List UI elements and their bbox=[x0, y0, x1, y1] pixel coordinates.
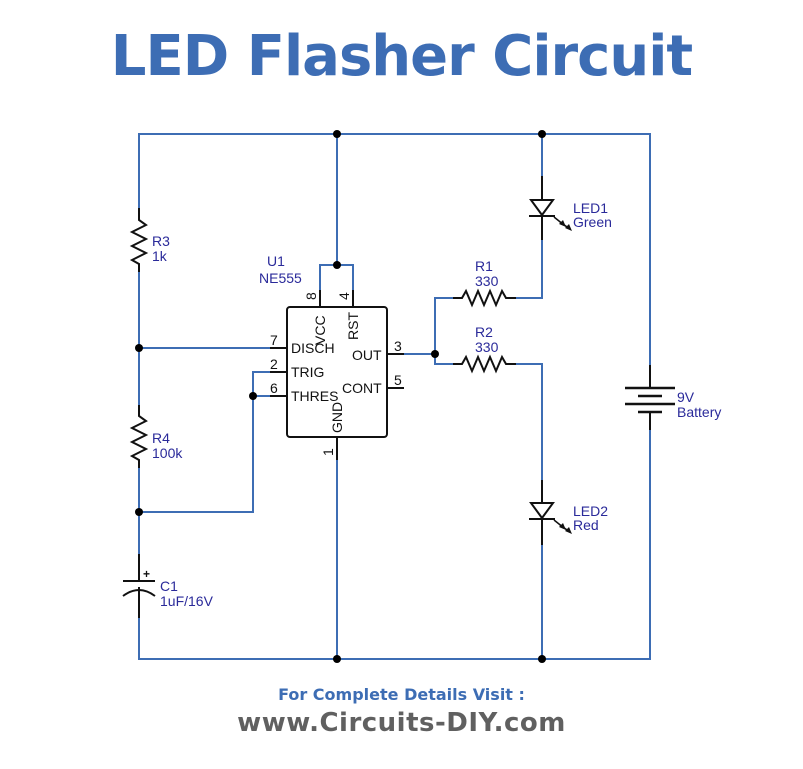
resistor-r3[interactable]: R3 1k bbox=[129, 208, 170, 272]
resistor-r4-symbol bbox=[129, 405, 149, 468]
wire-bottom-rail bbox=[138, 420, 651, 660]
junction-dot bbox=[333, 130, 341, 138]
u1-pin-num-vcc: 8 bbox=[303, 292, 319, 300]
junctions bbox=[135, 130, 546, 663]
led1-triangle bbox=[529, 199, 555, 217]
u1-pin-name-thres: THRES bbox=[291, 388, 338, 404]
junction-dot bbox=[135, 344, 143, 352]
wire-top-rail bbox=[138, 133, 651, 388]
wire-r2-led2 bbox=[516, 363, 543, 480]
led1-light-arrows-icon bbox=[553, 216, 572, 231]
led2-value: Red bbox=[573, 517, 599, 533]
junction-dot bbox=[333, 261, 341, 269]
capacitor-c1[interactable]: + C1 1uF/16V bbox=[122, 554, 214, 618]
resistor-r2[interactable]: R2 330 bbox=[453, 324, 516, 374]
battery-ref: 9V bbox=[677, 389, 695, 405]
ic-u1-ne555[interactable]: U1 NE555 8 4 7 2 6 3 5 1 VCC RST DISCH T… bbox=[259, 253, 404, 460]
r4-value: 100k bbox=[152, 445, 183, 461]
wire-r1-led1 bbox=[516, 240, 543, 299]
junction-dot bbox=[333, 655, 341, 663]
u1-pin-name-trig: TRIG bbox=[291, 364, 324, 380]
wire-trig-thres bbox=[139, 371, 270, 513]
r3-ref: R3 bbox=[152, 233, 170, 249]
junction-dot bbox=[135, 508, 143, 516]
r3-value: 1k bbox=[152, 248, 168, 264]
c1-value: 1uF/16V bbox=[160, 593, 214, 609]
u1-value: NE555 bbox=[259, 270, 302, 286]
r1-ref: R1 bbox=[475, 258, 493, 274]
u1-pin-num-disch: 7 bbox=[270, 332, 278, 348]
r2-value: 330 bbox=[475, 339, 499, 355]
u1-pin-num-thres: 6 bbox=[270, 380, 278, 396]
resistor-r4[interactable]: R4 100k bbox=[129, 405, 183, 468]
led-led1[interactable]: LED1 Green bbox=[529, 176, 612, 240]
u1-pin-name-gnd: GND bbox=[329, 402, 345, 433]
u1-pin-name-vcc: VCC bbox=[312, 315, 328, 345]
u1-pin-num-gnd: 1 bbox=[320, 448, 336, 456]
u1-pin-name-rst: RST bbox=[345, 312, 361, 340]
junction-dot bbox=[538, 130, 546, 138]
u1-pin-num-rst: 4 bbox=[336, 292, 352, 300]
battery-9v[interactable]: 9V Battery bbox=[625, 365, 721, 430]
battery-value: Battery bbox=[677, 404, 721, 420]
u1-pin-num-trig: 2 bbox=[270, 356, 278, 372]
r1-value: 330 bbox=[475, 273, 499, 289]
page-title: LED Flasher Circuit bbox=[110, 24, 693, 89]
footer-details-text: For Complete Details Visit : bbox=[278, 685, 525, 704]
resistor-r3-symbol bbox=[129, 208, 149, 272]
led2-ref: LED2 bbox=[573, 503, 608, 519]
r4-ref: R4 bbox=[152, 430, 170, 446]
wire-out-r1 bbox=[434, 297, 455, 354]
footer-website-link[interactable]: www.Circuits-DIY.com bbox=[237, 708, 566, 738]
junction-dot bbox=[249, 392, 257, 400]
led-led2[interactable]: LED2 Red bbox=[529, 480, 608, 545]
c1-polarity: + bbox=[143, 567, 150, 581]
c1-ref: C1 bbox=[160, 578, 178, 594]
resistor-r2-symbol bbox=[453, 354, 516, 374]
u1-ref: U1 bbox=[267, 253, 285, 269]
led2-triangle bbox=[529, 502, 555, 520]
led1-value: Green bbox=[573, 214, 612, 230]
led2-light-arrows-icon bbox=[553, 519, 572, 534]
r2-ref: R2 bbox=[475, 324, 493, 340]
junction-dot bbox=[431, 350, 439, 358]
u1-pin-name-cont: CONT bbox=[342, 380, 382, 396]
wires bbox=[138, 133, 651, 660]
junction-dot bbox=[538, 655, 546, 663]
resistor-r1-symbol bbox=[453, 288, 516, 308]
led1-ref: LED1 bbox=[573, 200, 608, 216]
u1-pin-name-out: OUT bbox=[352, 347, 382, 363]
resistor-r1[interactable]: R1 330 bbox=[453, 258, 516, 308]
u1-pin-name-disch: DISCH bbox=[291, 340, 335, 356]
u1-pin-num-out: 3 bbox=[394, 338, 402, 354]
u1-pin-num-cont: 5 bbox=[394, 372, 402, 388]
